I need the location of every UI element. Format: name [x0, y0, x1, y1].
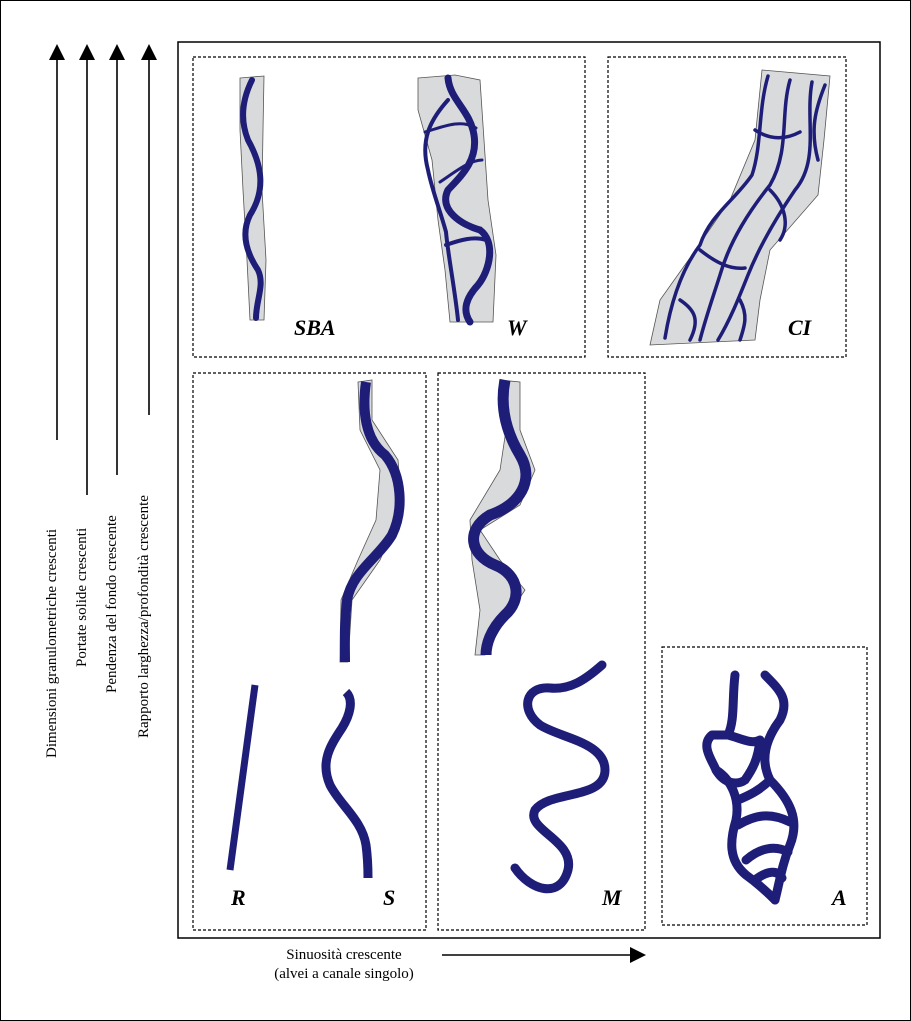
a-flow-link-3 — [738, 816, 790, 825]
label-w: W — [507, 315, 527, 341]
label-r: R — [231, 885, 246, 911]
vertical-arrows — [57, 52, 149, 495]
a-flow-link-5 — [755, 872, 782, 880]
channel-a — [707, 675, 794, 900]
channel-sba — [240, 76, 266, 320]
channel-s-upper — [340, 380, 402, 662]
label-a: A — [832, 885, 847, 911]
w-bar — [418, 75, 496, 322]
a-flow-link-1 — [716, 735, 760, 783]
a-flow-right — [765, 675, 794, 900]
vertical-label-width-depth-ratio: Rapporto larghezza/profondità crescente — [136, 495, 153, 738]
channel-s-lower — [326, 692, 368, 878]
channel-w — [418, 75, 496, 322]
horizontal-label-line1: Sinuosità crescente — [244, 946, 444, 965]
channel-m-upper — [470, 380, 535, 655]
label-m: M — [602, 885, 622, 911]
vertical-label-sediment-load: Portate solide crescenti — [74, 528, 91, 667]
channel-ci — [650, 70, 830, 345]
channel-m-lower — [515, 665, 605, 889]
label-ci: CI — [788, 315, 811, 341]
horizontal-label-line2: (alvei a canale singolo) — [244, 965, 444, 984]
label-sba: SBA — [294, 315, 336, 341]
label-s: S — [383, 885, 395, 911]
horizontal-axis-label: Sinuosità crescente (alvei a canale sing… — [244, 946, 444, 984]
vertical-label-bed-slope: Pendenza del fondo crescente — [104, 515, 121, 693]
channel-r — [230, 685, 255, 870]
panel-m — [438, 373, 645, 930]
vertical-label-granulometry: Dimensioni granulometriche crescenti — [44, 529, 61, 758]
